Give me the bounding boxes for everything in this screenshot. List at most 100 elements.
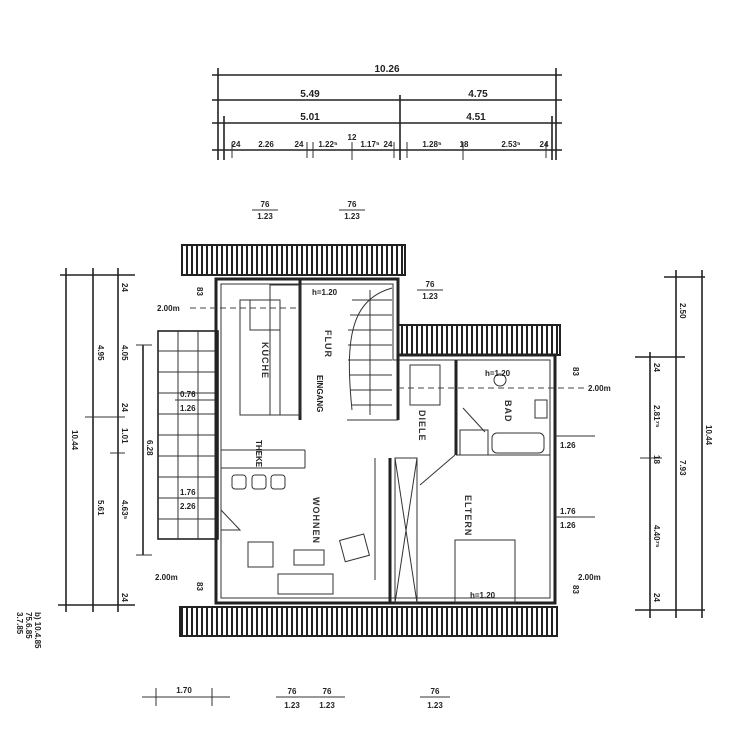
dim-seg: 24	[384, 140, 393, 149]
room-label-bedroom: ELTERN	[463, 495, 473, 536]
dim-left: 24	[120, 283, 129, 292]
dim-right: 2.81⁷⁵	[652, 405, 661, 428]
dim-left-overall: 10.44	[70, 430, 79, 451]
dim-right-inner: 4.51	[466, 112, 486, 123]
offset-dim: 83	[195, 287, 204, 296]
window-mark-top: 76	[348, 200, 357, 209]
bar-label: THEKE	[254, 440, 263, 468]
opening-dim: 1.26	[180, 404, 196, 413]
dim-left: 4.63⁵	[120, 500, 129, 520]
opening-dim: 1.26	[560, 441, 576, 450]
dim-right: 24	[652, 363, 661, 372]
dim-seg: 12	[348, 133, 357, 142]
dim-left-inner: 5.01	[300, 112, 320, 123]
opening-dim: 0.76	[180, 390, 196, 399]
dim-left: 4.95	[96, 345, 105, 361]
room-label-kitchen: KÜCHE	[260, 342, 270, 379]
height-note-bed: h=1.20	[470, 591, 496, 600]
coffee-table	[293, 549, 325, 566]
dim-seg: 1.28⁵	[422, 140, 442, 149]
window-mark-bottom: 1.23	[344, 212, 360, 221]
window-mark: 76 1.23	[252, 200, 278, 221]
window-mark-bottom: 1.23	[257, 212, 273, 221]
offset-dim: 83	[195, 582, 204, 591]
dim-left: 1.01	[120, 428, 129, 444]
window-width-dim: 1.70	[176, 686, 192, 695]
offset-dim: 83	[571, 367, 580, 376]
bottom-window-marks: 1.70 76 1.23 76 1.23 76 1.23	[142, 686, 450, 710]
dim-seg: 18	[460, 140, 469, 149]
dim-left: 24	[120, 593, 129, 602]
margin-note: 75.6.85	[24, 612, 33, 639]
dim-seg: 24	[540, 140, 549, 149]
dim-seg: 24	[232, 140, 241, 149]
dim-seg: 1.17⁵	[360, 140, 380, 149]
dim-left: 4.05	[120, 345, 129, 361]
table	[409, 364, 441, 406]
level-2m-top-right: 2.00m	[588, 384, 611, 393]
window-mark: 76 1.23	[417, 280, 443, 301]
dim-left: 5.61	[96, 500, 105, 516]
bathtub-icon	[491, 432, 545, 454]
margin-note: 3.7.85	[15, 612, 24, 635]
window-mark-bottom: 1.23	[427, 701, 443, 710]
window-mark-bottom: 1.23	[319, 701, 335, 710]
window-mark-top: 76	[426, 280, 435, 289]
furniture	[220, 284, 548, 604]
margin-note: b) 10.4.85	[33, 612, 42, 649]
wardrobe	[394, 457, 418, 604]
dim-balcony: 6.28	[145, 440, 154, 456]
window-mark: 76 1.23	[339, 200, 365, 221]
armchair	[247, 541, 274, 568]
sink-icon	[534, 399, 548, 419]
opening-dims: 0.76 1.26 1.76 2.26 1.26 1.76 1.26	[175, 390, 595, 530]
bed	[454, 539, 516, 604]
top-dimension-chain: 10.26 5.49 4.75 5.01 4.51 24 2.26 24 1.2…	[212, 64, 562, 160]
right-dimension-chain: 2.50 10.44 7.93 24 2.81⁷⁵ 18 4.40⁷⁵ 24	[635, 270, 713, 618]
room-label-foyer: DIELE	[417, 410, 427, 442]
opening-dim: 1.76	[560, 507, 576, 516]
window-mark-top: 76	[261, 200, 270, 209]
dim-right-overall: 10.44	[704, 425, 713, 446]
room-label-living: WOHNEN	[311, 497, 321, 544]
dim-seg: 1.22⁵	[318, 140, 338, 149]
level-2m-top-left: 2.00m	[157, 304, 180, 313]
level-2m-bottom-left: 2.00m	[155, 573, 178, 582]
roof-hatch-right	[397, 324, 561, 356]
dim-right: 18	[652, 455, 661, 464]
dim-seg: 2.53⁵	[501, 140, 521, 149]
window-mark-bottom: 1.23	[284, 701, 300, 710]
level-2m-bottom-right: 2.00m	[578, 573, 601, 582]
window-mark-top: 76	[431, 687, 440, 696]
dim-right-outer: 4.75	[468, 89, 488, 100]
window-mark-top: 76	[288, 687, 297, 696]
sofa	[277, 573, 334, 595]
room-label-bath: BAD	[503, 400, 513, 423]
left-dimension-chain: 10.44 4.95 5.61 24 4.05 24 1.01 4.63⁵ 24…	[58, 268, 154, 612]
dim-seg: 2.26	[258, 140, 274, 149]
window-mark-bottom: 1.23	[422, 292, 438, 301]
toilet-icon	[493, 373, 507, 387]
dim-left-outer: 5.49	[300, 89, 320, 100]
roof-hatch-bottom	[179, 606, 558, 637]
room-label-hall: FLUR	[323, 330, 333, 358]
roof-hatch-top	[181, 244, 406, 276]
window-mark-top: 76	[323, 687, 332, 696]
dim-right: 24	[652, 593, 661, 602]
table	[249, 299, 281, 331]
offset-dim: 83	[571, 585, 580, 594]
dim-left: 24	[120, 403, 129, 412]
balcony-grid	[157, 330, 219, 540]
armchair	[338, 533, 371, 563]
opening-dim: 2.26	[180, 502, 196, 511]
opening-dim: 1.76	[180, 488, 196, 497]
dim-overall-width: 10.26	[374, 64, 399, 75]
dim-right: 7.93	[678, 460, 687, 476]
height-note-bath: h=1.20	[485, 369, 511, 378]
staircase	[348, 287, 393, 415]
opening-dim: 1.26	[560, 521, 576, 530]
height-note-stair: h=1.20	[312, 288, 338, 297]
dim-seg: 24	[295, 140, 304, 149]
dim-right: 4.40⁷⁵	[652, 525, 661, 548]
